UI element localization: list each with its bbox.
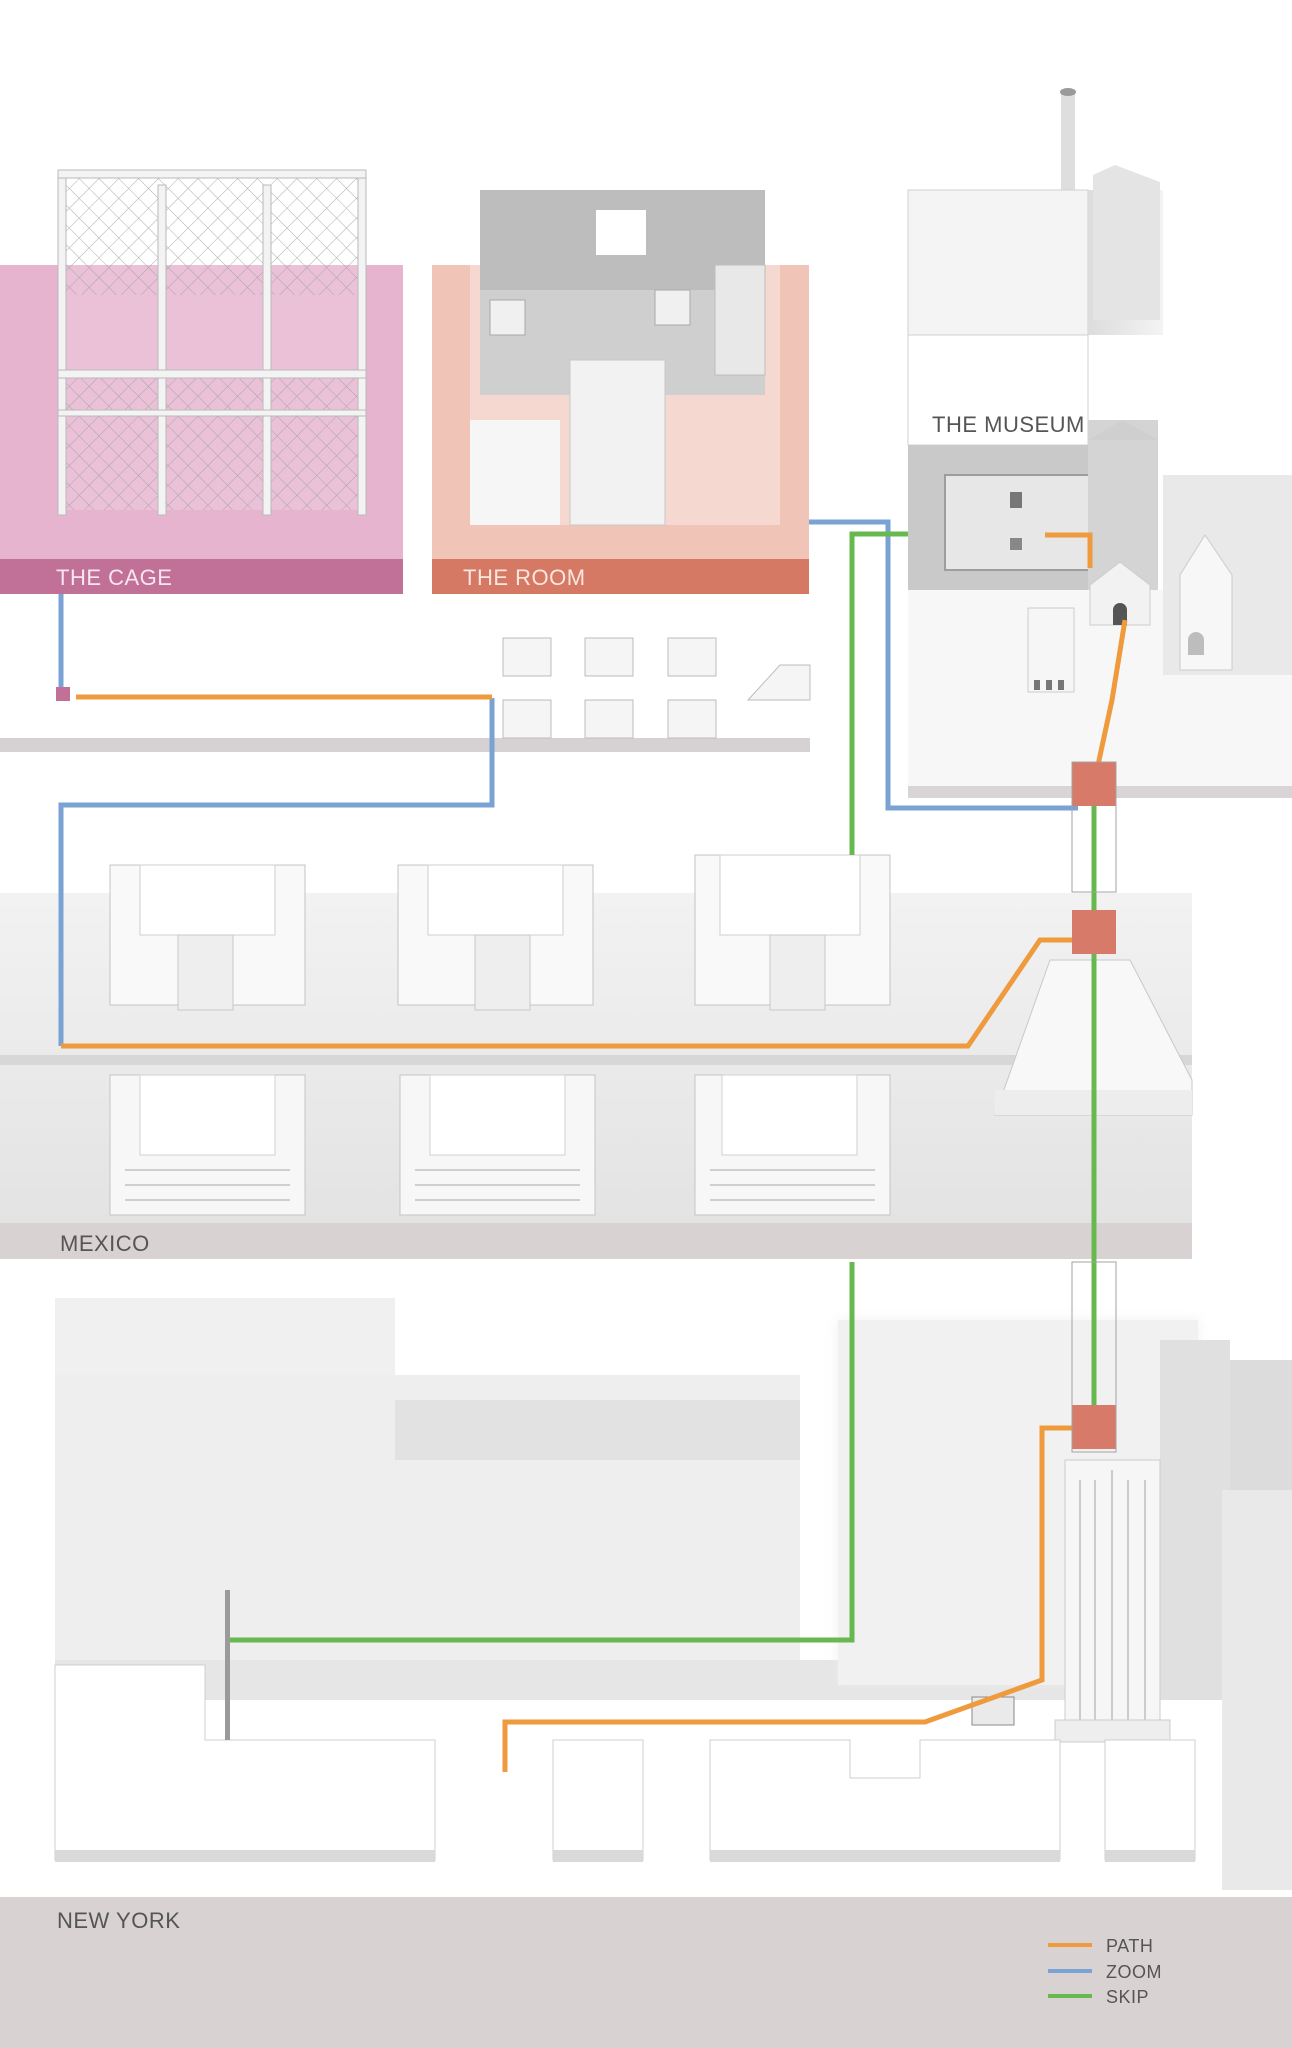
room-label: THE ROOM xyxy=(463,565,586,590)
mexico-pyramids-lower xyxy=(109,1074,891,1216)
room-desk xyxy=(714,264,766,376)
museum-shed xyxy=(1027,607,1075,693)
room-bed xyxy=(569,359,666,526)
cage-label-band xyxy=(0,559,403,594)
ny-skyscraper xyxy=(1054,1459,1171,1743)
museum-chapel xyxy=(1089,561,1151,626)
room-window xyxy=(596,210,646,255)
legend-item-zoom: ZOOM xyxy=(1048,1962,1162,1982)
ny-foreground-blocks xyxy=(54,1664,1196,1861)
mexico-label: MEXICO xyxy=(60,1231,150,1256)
portal-new-york xyxy=(1072,1405,1116,1449)
cage-start-marker xyxy=(56,687,70,701)
cage-structure xyxy=(57,169,367,516)
room-chair-right xyxy=(654,289,691,326)
mexico-label-band xyxy=(0,1223,1192,1259)
room-interior xyxy=(470,180,780,526)
legend-item-skip: SKIP xyxy=(1048,1987,1149,2007)
portal-markers xyxy=(1071,761,1117,1453)
museum-label: THE MUSEUM xyxy=(932,412,1085,437)
cage-section: THE CAGE xyxy=(0,169,403,594)
room-label-band xyxy=(432,559,809,594)
skip-lines xyxy=(230,531,1097,1643)
room-chair-left xyxy=(489,299,526,336)
museum-section: THE MUSEUM xyxy=(907,88,1292,798)
path-line-new-york xyxy=(502,1425,1072,1772)
legend-item-path: PATH xyxy=(1048,1936,1153,1956)
path-line-mexico xyxy=(61,937,1092,1049)
legend-label-zoom: ZOOM xyxy=(1106,1962,1162,1982)
path-lines xyxy=(61,532,1128,1772)
path-line-to-museum-exit xyxy=(1095,619,1128,766)
portal-museum xyxy=(1072,762,1116,806)
new-york-label: NEW YORK xyxy=(57,1908,180,1933)
skip-line-mexico xyxy=(230,1262,855,1643)
zoom-lines xyxy=(58,519,1078,1046)
mexico-section: MEXICO xyxy=(0,854,1193,1259)
corridor-section xyxy=(0,637,811,752)
legend: PATH ZOOM SKIP xyxy=(1048,1936,1162,2007)
path-line-museum xyxy=(1045,532,1093,568)
skip-line-museum xyxy=(849,531,908,855)
room-section: THE ROOM xyxy=(432,180,809,594)
new-york-label-band xyxy=(0,1897,1292,2048)
zoom-line-corridor xyxy=(58,698,495,1046)
corridor-benches xyxy=(502,637,811,739)
legend-label-skip: SKIP xyxy=(1106,1987,1149,2007)
cage-label: THE CAGE xyxy=(56,565,172,590)
new-york-section: NEW YORK xyxy=(0,1262,1292,2048)
mexico-pyramids-upper xyxy=(109,854,891,1011)
zoom-line-room xyxy=(809,519,1078,811)
legend-label-path: PATH xyxy=(1106,1936,1153,1956)
portal-mexico xyxy=(1072,910,1116,954)
